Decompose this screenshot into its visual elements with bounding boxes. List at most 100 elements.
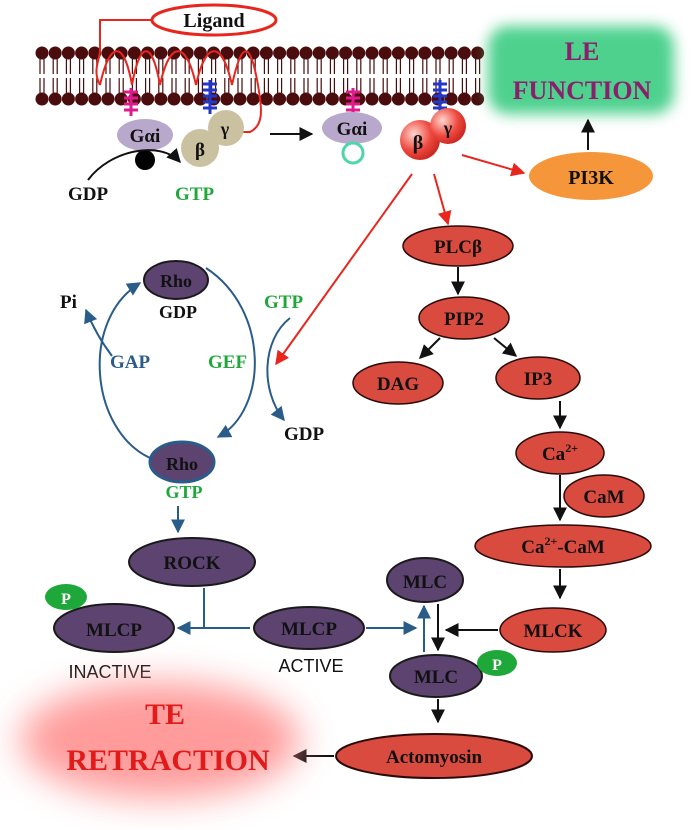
lipid-head-bottom <box>431 92 445 106</box>
lipid-head-bottom <box>471 92 485 106</box>
pi3k-label: PI3K <box>568 167 614 189</box>
mlc-node: MLC <box>386 557 464 603</box>
lipid-tail <box>343 59 349 93</box>
gdp-out-label: GDP <box>284 424 325 445</box>
lipid-head-top <box>61 46 75 60</box>
lipid-head-bottom <box>35 92 49 106</box>
gdp-label: GDP <box>68 184 109 205</box>
lipid-anchor-3 <box>346 88 360 116</box>
lipid-tail <box>52 59 58 93</box>
lipid-head-bottom <box>180 92 194 106</box>
lipid-head-top <box>88 46 102 60</box>
lipid-tail <box>475 59 481 93</box>
pi-label: Pi <box>60 292 77 313</box>
lipid-head-top <box>405 46 419 60</box>
lipid-head-top <box>233 46 247 60</box>
lipid-head-top <box>286 46 300 60</box>
lipid-tail <box>263 59 269 93</box>
lipid-head-top <box>273 46 287 60</box>
lipid-head-top <box>207 46 221 60</box>
gdp-bound-dot <box>135 150 155 170</box>
te-retraction-line2: RETRACTION <box>66 744 270 777</box>
lipid-anchor-4 <box>433 80 447 114</box>
gpcr-receptor <box>95 19 262 133</box>
g-gamma-label: γ <box>220 119 230 139</box>
lipid-tail <box>303 59 309 93</box>
lipid-head-bottom <box>339 92 353 106</box>
mlc-label: MLC <box>403 572 447 593</box>
lipid-head-bottom <box>378 92 392 106</box>
ca-node: Ca2+ <box>515 431 605 475</box>
g-beta: β <box>181 129 219 167</box>
lipid-tail <box>422 59 428 93</box>
lipid-head-top <box>418 46 432 60</box>
mlck-node: MLCK <box>499 607 607 653</box>
lipid-head-bottom <box>365 92 379 106</box>
lipid-head-top <box>312 46 326 60</box>
lipid-head-bottom <box>299 92 313 106</box>
lipid-head-bottom <box>444 92 458 106</box>
gef-arrow <box>205 267 256 438</box>
dag-label: DAG <box>377 374 419 395</box>
lipid-tail <box>65 59 71 93</box>
mlck-label: MLCK <box>523 621 582 642</box>
rho-gdp-label: Rho <box>160 271 192 291</box>
lipid-tail <box>277 59 283 93</box>
phospho-badge-mlc-label: P <box>492 657 502 674</box>
lipid-head-top <box>378 46 392 60</box>
ca-label: Ca2+ <box>542 441 578 465</box>
phospho-badge-mlc: P <box>477 650 517 676</box>
mlcp-active-label: MLCP <box>281 619 337 640</box>
g-alpha-i-free: Gαi <box>322 112 382 165</box>
lipid-tail <box>250 59 256 93</box>
ligand: Ligand <box>150 3 278 37</box>
gtp-in-label: GTP <box>264 292 303 313</box>
lipid-tail <box>171 59 177 93</box>
lipid-head-top <box>339 46 353 60</box>
plcb-node: PLCβ <box>402 225 514 267</box>
lipid-head-bottom <box>114 92 128 106</box>
lipid-head-bottom <box>457 92 471 106</box>
lipid-head-bottom <box>246 92 260 106</box>
inactive-label: INACTIVE <box>68 662 151 682</box>
lipid-head-bottom <box>391 92 405 106</box>
gtp-gdp-exchange-arrow <box>266 317 291 422</box>
lipid-head-bottom <box>405 92 419 106</box>
gap-label: GAP <box>110 352 151 373</box>
pip2-label: PIP2 <box>444 309 484 330</box>
dag-node: DAG <box>352 361 444 405</box>
lipid-tail <box>79 59 85 93</box>
lipid-tail <box>356 59 362 93</box>
lipid-head-top <box>180 46 194 60</box>
lipid-head-bottom <box>48 92 62 106</box>
ligand-label: Ligand <box>183 10 244 32</box>
te-retraction: TE RETRACTION <box>20 682 300 798</box>
phospho-badge-mlcp: P <box>45 584 87 610</box>
lipid-head-top <box>35 46 49 60</box>
lipid-tail <box>197 59 203 93</box>
g-beta-free-label: β <box>413 132 424 154</box>
lipid-tail <box>290 59 296 93</box>
lipid-head-top <box>101 46 115 60</box>
lipid-head-bottom <box>75 92 89 106</box>
mlcp-active-node: MLCP <box>253 606 365 650</box>
lipid-anchor-2 <box>203 80 217 114</box>
g-gamma-free: γ <box>430 108 466 144</box>
lipid-tail <box>316 59 322 93</box>
lipid-head-bottom <box>154 92 168 106</box>
pip2-node: PIP2 <box>418 296 510 340</box>
lipid-tail <box>448 59 454 93</box>
rock-label: ROCK <box>164 553 221 574</box>
lipid-head-bottom <box>193 92 207 106</box>
pi-release-arrow <box>84 308 113 357</box>
lipid-anchor-1 <box>124 88 138 116</box>
lipid-head-top <box>299 46 313 60</box>
actomyosin-node: Actomyosin <box>335 733 533 779</box>
lipid-tail <box>39 59 45 93</box>
lipid-head-bottom <box>88 92 102 106</box>
lipid-head-bottom <box>418 92 432 106</box>
gtp-bound-ring <box>341 141 365 165</box>
lipid-head-top <box>127 46 141 60</box>
